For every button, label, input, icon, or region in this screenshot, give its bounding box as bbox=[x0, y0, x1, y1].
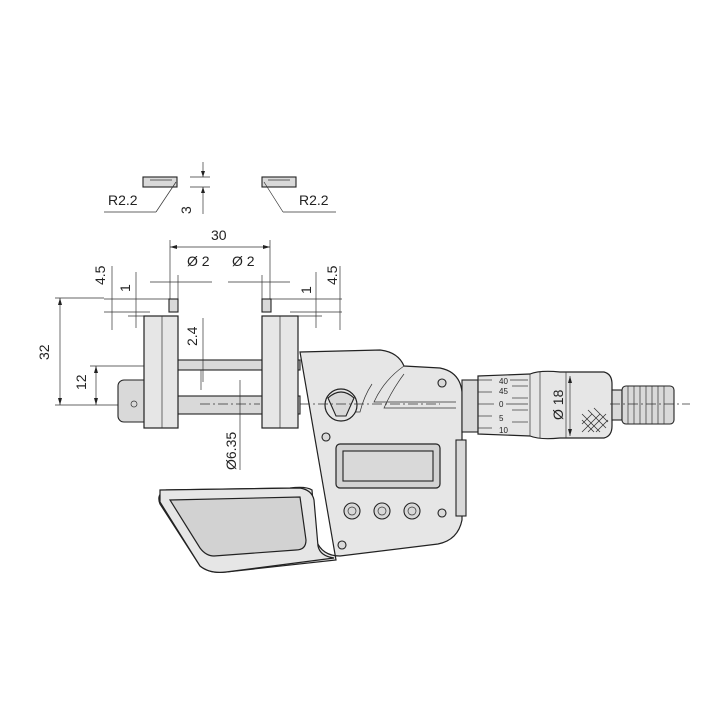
spindle-diameter-label: Ø6.35 bbox=[223, 432, 239, 470]
thimble-knurl bbox=[581, 407, 609, 433]
screw-3 bbox=[437, 508, 447, 518]
tip-diameter-left-label: Ø 2 bbox=[187, 253, 210, 269]
jaw-spacing-dimension bbox=[150, 240, 290, 300]
function-button-2 bbox=[373, 502, 391, 520]
thimble-assembly: 40 45 0 5 10 bbox=[461, 370, 690, 440]
screw-2 bbox=[437, 378, 447, 388]
scale-label-3: 0 bbox=[499, 400, 504, 409]
thimble-diameter-label: Ø 18 bbox=[550, 389, 566, 420]
scale-label-4: 5 bbox=[499, 414, 504, 423]
sleeve bbox=[461, 379, 479, 433]
tip-radius-left-label: R2.2 bbox=[108, 192, 138, 208]
total-height-label: 32 bbox=[36, 344, 52, 360]
lcd-screen bbox=[342, 450, 434, 482]
tip-detail-left-body bbox=[142, 176, 178, 188]
tip-detail-left bbox=[104, 162, 210, 214]
tip-step-left-label: 1 bbox=[117, 284, 133, 292]
scale-label-1: 40 bbox=[499, 377, 508, 386]
tip-diameter-right-label: Ø 2 bbox=[232, 253, 255, 269]
function-buttons bbox=[343, 502, 421, 520]
function-button-1 bbox=[343, 502, 361, 520]
spindle-height-label: 12 bbox=[73, 374, 89, 390]
right-height-dimensions bbox=[268, 266, 342, 330]
screw-4 bbox=[337, 540, 347, 550]
tip-height-left-label: 4.5 bbox=[92, 265, 108, 285]
thimble-scale: 40 45 0 5 10 bbox=[478, 377, 528, 435]
left-height-dimensions bbox=[55, 266, 172, 406]
spindle-assembly bbox=[117, 298, 301, 470]
left-jaw bbox=[143, 315, 179, 429]
tip-detail-right-body bbox=[261, 176, 297, 188]
tip-height-label: 3 bbox=[178, 206, 194, 214]
frame-window bbox=[168, 496, 307, 557]
tip-detail-right bbox=[261, 176, 336, 213]
tip-radius-right-label: R2.2 bbox=[299, 192, 329, 208]
ratchet bbox=[621, 385, 675, 425]
micrometer-frame bbox=[158, 349, 467, 573]
jaw-spacing-label: 30 bbox=[211, 227, 227, 243]
right-tip bbox=[261, 298, 272, 313]
spindle-gap-label: 2.4 bbox=[184, 326, 200, 346]
screw-1 bbox=[321, 432, 331, 442]
left-tip bbox=[168, 298, 179, 313]
thimble bbox=[477, 370, 613, 440]
tip-height-right-label: 4.5 bbox=[324, 265, 340, 285]
scale-label-5: 10 bbox=[499, 426, 508, 435]
scale-label-2: 45 bbox=[499, 387, 508, 396]
tip-step-right-label: 1 bbox=[298, 286, 314, 294]
function-button-3 bbox=[403, 502, 421, 520]
